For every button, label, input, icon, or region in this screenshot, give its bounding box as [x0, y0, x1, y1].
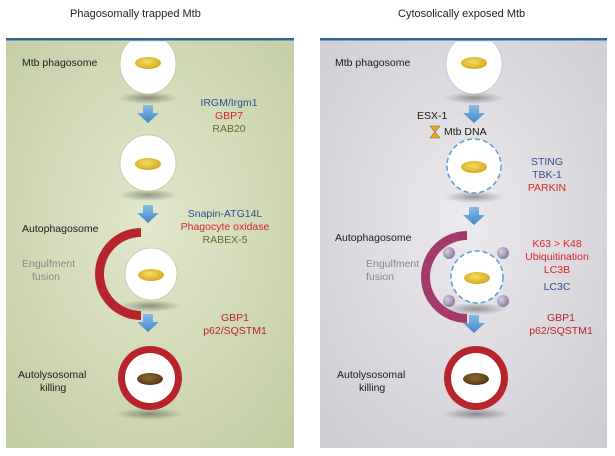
factor-irgm: IRGM/Irgm1 — [200, 97, 258, 109]
right-arrow-1 — [463, 105, 485, 123]
right-arrow-3 — [463, 315, 485, 333]
autolysosomal-text: Autolysosomal — [337, 369, 406, 381]
right-autophagosome-crescent — [421, 231, 467, 323]
left-step1-factors: IRGM/Irgm1 GBP7 RAB20 — [186, 97, 272, 136]
left-step2-factors: Snapin-ATG14L Phagocyte oxidase RABEX-5 — [170, 208, 280, 247]
left-shadow-4 — [116, 408, 184, 420]
right-arrow-2 — [463, 207, 485, 225]
fusion-text: fusion — [32, 271, 61, 283]
factor-rab20: RAB20 — [212, 123, 246, 135]
factor-gbp1: GBP1 — [220, 312, 249, 324]
left-shadow-1 — [118, 92, 178, 104]
left-arrow-2 — [137, 205, 159, 223]
lc3-sphere-2 — [497, 247, 509, 259]
lc3-sphere-3 — [443, 295, 455, 307]
left-engulfment-label: Engulfment fusion — [22, 258, 102, 284]
lc3-sphere-1 — [443, 247, 455, 259]
autolysosomal-text: Autolysosomal — [18, 369, 87, 381]
left-killing-label: Autolysosomal killing — [18, 369, 108, 395]
engulfment-text: Engulfment — [22, 258, 76, 270]
right-title: Cytosolically exposed Mtb — [398, 8, 526, 20]
factor-rabex5: RABEX-5 — [202, 234, 248, 246]
right-step1-factors: STING TBK-1 PARKIN — [512, 156, 582, 195]
esx1-label: ESX-1 — [417, 110, 448, 122]
factor-phagocyte-oxidase: Phagocyte oxidase — [180, 221, 270, 233]
factor-lc3c: LC3C — [543, 281, 571, 293]
right-shadow-1 — [444, 92, 504, 104]
factor-snapin-atg14l: Snapin-ATG14L — [187, 208, 263, 220]
factor-sting: STING — [530, 156, 564, 168]
factor-gbp7: GBP7 — [214, 110, 243, 122]
right-top-line — [320, 38, 607, 41]
left-arrow-1 — [137, 105, 159, 123]
lc3-sphere-4 — [497, 295, 509, 307]
left-arrow-3 — [137, 314, 159, 332]
left-shadow-2 — [118, 189, 178, 201]
engulfment-text: Engulfment — [366, 258, 420, 270]
mtb-dna-label: Mtb DNA — [444, 126, 487, 138]
dna-icon — [429, 125, 441, 139]
factor-p62: p62/SQSTM1 — [529, 325, 593, 337]
left-killed-bacterium — [137, 373, 163, 385]
right-killed-bacterium — [463, 373, 489, 385]
left-bacterium-1 — [135, 57, 161, 69]
factor-gbp1: GBP1 — [546, 312, 575, 324]
factor-k63-k48: K63 > K48 — [532, 238, 582, 250]
right-shadow-2 — [444, 191, 504, 203]
factor-lc3b: LC3B — [543, 264, 571, 276]
left-autophagosome-label: Autophagosome — [22, 223, 99, 235]
right-mtb-phagosome-label: Mtb phagosome — [335, 57, 411, 69]
killing-text: killing — [40, 382, 67, 394]
left-mtb-phagosome-label: Mtb phagosome — [22, 57, 98, 69]
killing-text: killing — [359, 382, 386, 394]
factor-ubiquitination: Ubiquitination — [525, 251, 589, 263]
left-top-line — [6, 38, 294, 41]
right-shadow-4 — [442, 408, 510, 420]
right-killing-label: Autolysosomal killing — [337, 369, 427, 395]
right-bacterium-1 — [461, 57, 487, 69]
right-shadow-3 — [444, 303, 508, 315]
right-step3-factors: GBP1 p62/SQSTM1 — [516, 312, 606, 338]
right-bacterium-3 — [464, 272, 490, 284]
factor-tbk1: TBK-1 — [532, 169, 562, 181]
right-step2-factors: K63 > K48 Ubiquitination LC3B LC3C — [512, 238, 602, 294]
fusion-text: fusion — [366, 271, 395, 283]
right-bacterium-2 — [461, 161, 487, 173]
left-autophagosome-crescent — [95, 228, 141, 320]
left-bacterium-3 — [138, 269, 164, 281]
left-bacterium-2 — [135, 158, 161, 170]
factor-p62: p62/SQSTM1 — [203, 325, 267, 337]
left-step3-factors: GBP1 p62/SQSTM1 — [190, 312, 280, 338]
factor-parkin: PARKIN — [527, 182, 567, 194]
left-shadow-3 — [118, 300, 182, 312]
left-title: Phagosomally trapped Mtb — [70, 8, 201, 20]
right-engulfment-label: Engulfment fusion — [366, 258, 446, 284]
right-autophagosome-label: Autophagosome — [335, 232, 412, 244]
